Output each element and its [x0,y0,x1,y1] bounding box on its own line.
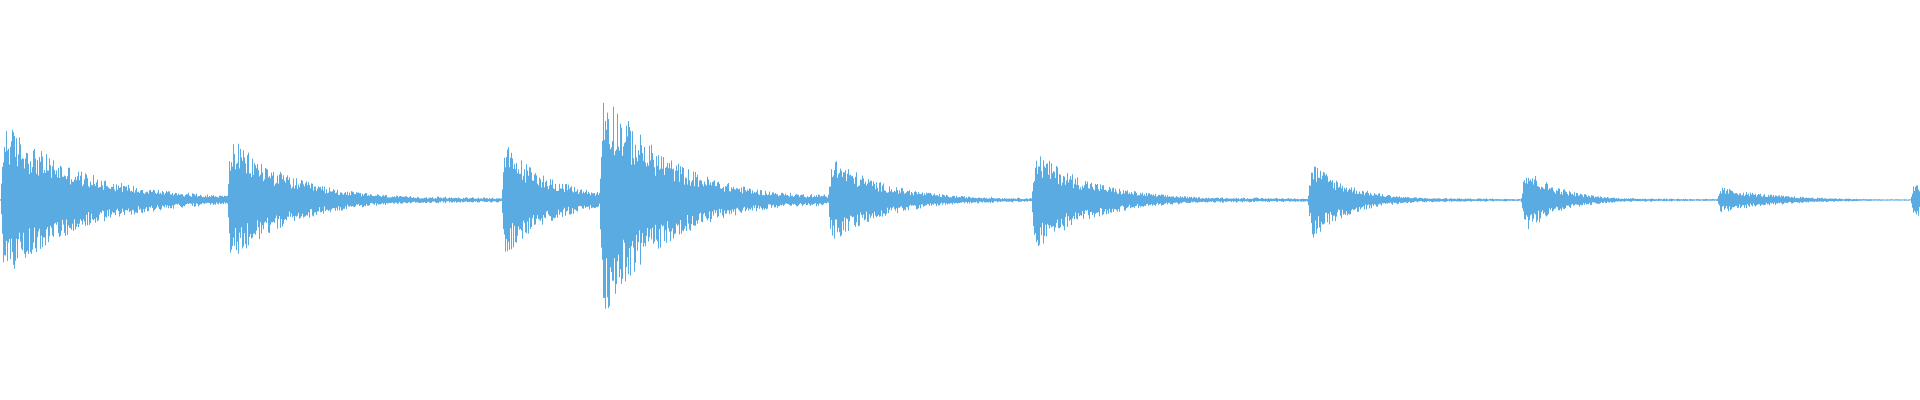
waveform-signal [0,102,1920,309]
